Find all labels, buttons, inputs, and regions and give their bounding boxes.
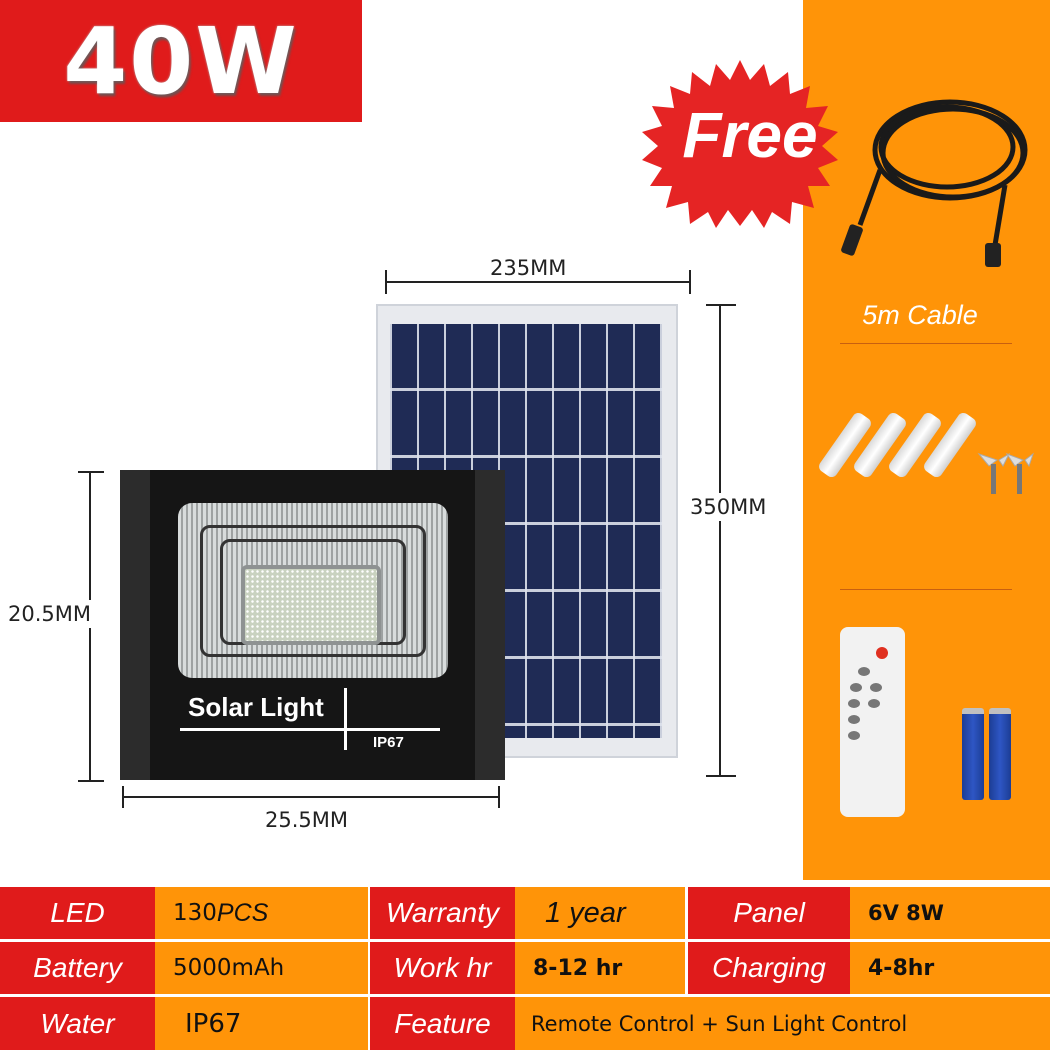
expansion-bolts-icon <box>815 400 985 500</box>
spec-value-water: IP67 <box>155 997 368 1050</box>
power-label: 40W <box>63 7 299 115</box>
lamp-rating: IP67 <box>373 734 404 751</box>
cable-icon <box>841 99 1028 267</box>
spec-value-battery: 5000mAh <box>155 942 368 994</box>
lamp-title: Solar Light <box>188 692 324 722</box>
panel-height-label: 350MM <box>690 493 767 521</box>
spec-value-panel: 6V 8W <box>850 887 1050 939</box>
lamp-width-label: 25.5MM <box>265 808 348 832</box>
cable-label: 5m Cable <box>862 300 978 330</box>
divider <box>840 343 1012 344</box>
height-dimension-line <box>719 305 721 775</box>
panel-width-label: 235MM <box>490 256 567 280</box>
dimension-tick <box>122 786 124 808</box>
spec-value-charging: 4-8hr <box>850 942 1050 994</box>
dimension-tick <box>78 780 104 782</box>
battery-icon <box>989 708 1011 800</box>
dimension-tick <box>78 471 104 473</box>
spec-value-work-hr: 8-12 hr <box>515 942 685 994</box>
spec-label-work-hr: Work hr <box>370 942 515 994</box>
spec-label-charging: Charging <box>688 942 850 994</box>
spec-value-warranty: 1 year <box>515 887 685 939</box>
wing-screws-icon <box>977 452 1034 494</box>
spec-value-feature: Remote Control + Sun Light Control <box>515 997 1050 1050</box>
spec-label-water: Water <box>0 997 155 1050</box>
spec-label-battery: Battery <box>0 942 155 994</box>
dimension-tick <box>706 775 736 777</box>
power-banner: 40W <box>0 0 362 122</box>
led-array <box>241 565 381 645</box>
dimension-tick <box>706 304 736 306</box>
battery-icon <box>962 708 984 800</box>
width-dimension-line <box>385 281 690 283</box>
spec-label-warranty: Warranty <box>370 887 515 939</box>
starburst-icon <box>642 60 838 228</box>
spec-label-led: LED <box>0 887 155 939</box>
lamp-width-line <box>122 796 499 798</box>
dimension-tick <box>498 786 500 808</box>
remote-control-icon <box>840 627 905 817</box>
free-badge: Free <box>682 99 818 171</box>
divider <box>840 589 1012 590</box>
floodlight-image: Solar Light IP67 <box>120 470 505 780</box>
lamp-height-label: 20.5MM <box>8 600 91 628</box>
dimension-tick <box>689 270 691 294</box>
spec-label-panel: Panel <box>688 887 850 939</box>
spec-label-feature: Feature <box>370 997 515 1050</box>
dimension-tick <box>385 270 387 294</box>
